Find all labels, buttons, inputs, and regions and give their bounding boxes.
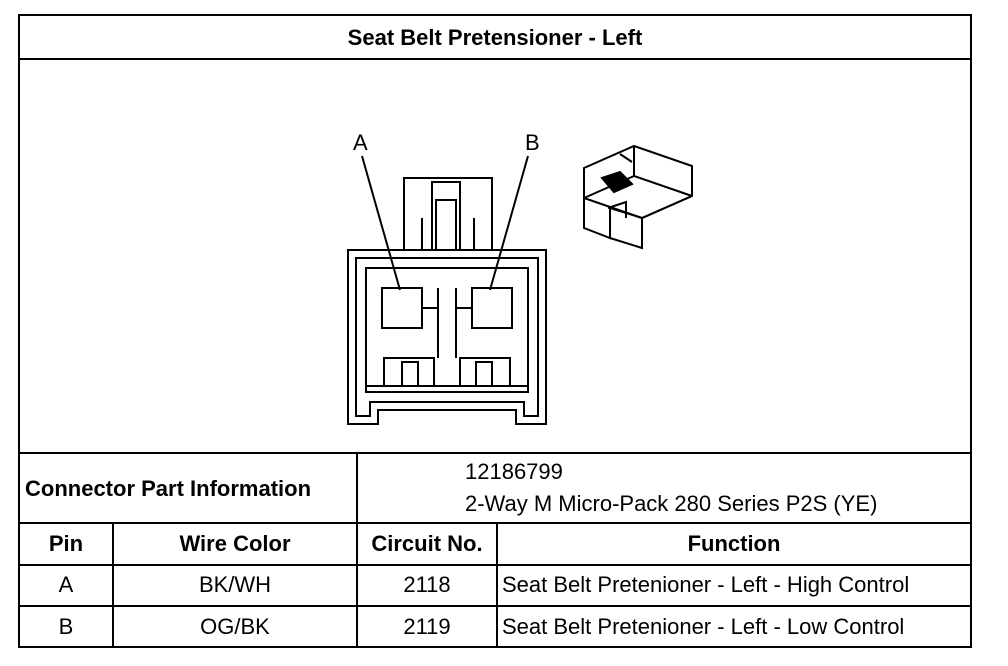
row-a-pin: A [58, 572, 74, 597]
page-title: Seat Belt Pretensioner - Left [347, 25, 643, 50]
pin-label-a: A [353, 130, 368, 155]
pin-label-b: B [525, 130, 540, 155]
connector-isometric-icon [583, 144, 693, 250]
row-divider [20, 605, 970, 607]
row-a-function: Seat Belt Pretenioner - Left - High Cont… [502, 572, 910, 597]
terminal-b [471, 287, 513, 329]
header-wire-color: Wire Color [179, 531, 291, 556]
leader-line-a [361, 155, 401, 291]
row-b-pin: B [58, 614, 74, 639]
row-a-wire-color: BK/WH [198, 572, 272, 597]
column-divider-3 [496, 522, 498, 646]
row-b-circuit: 2119 [403, 614, 451, 639]
connector-description: 2-Way M Micro-Pack 280 Series P2S (YE) [465, 491, 878, 516]
row-b-function: Seat Belt Pretenioner - Left - Low Contr… [502, 614, 905, 639]
connector-sheet: Seat Belt Pretensioner - Left [18, 14, 972, 648]
info-divider [20, 522, 970, 524]
column-divider-1 [112, 522, 114, 646]
row-a-circuit: 2118 [403, 572, 451, 597]
connector-face-view [347, 155, 547, 425]
connector-diagram: A B [347, 130, 693, 425]
leader-line-b [489, 155, 529, 291]
connector-info-label: Connector Part Information [25, 476, 312, 501]
connector-latch [403, 177, 493, 251]
title-divider [20, 58, 970, 60]
header-divider [20, 564, 970, 566]
connector-info-divider [356, 452, 358, 522]
column-divider-2 [356, 522, 358, 646]
row-b-wire-color: OG/BK [200, 614, 270, 639]
connector-cavity [365, 267, 529, 393]
connector-housing [347, 249, 547, 425]
header-circuit: Circuit No. [371, 531, 483, 556]
header-function: Function [687, 531, 781, 556]
diagram-divider [20, 452, 970, 454]
header-pin: Pin [48, 531, 84, 556]
connector-part-number: 12186799 [465, 459, 563, 484]
terminal-a [381, 287, 423, 329]
